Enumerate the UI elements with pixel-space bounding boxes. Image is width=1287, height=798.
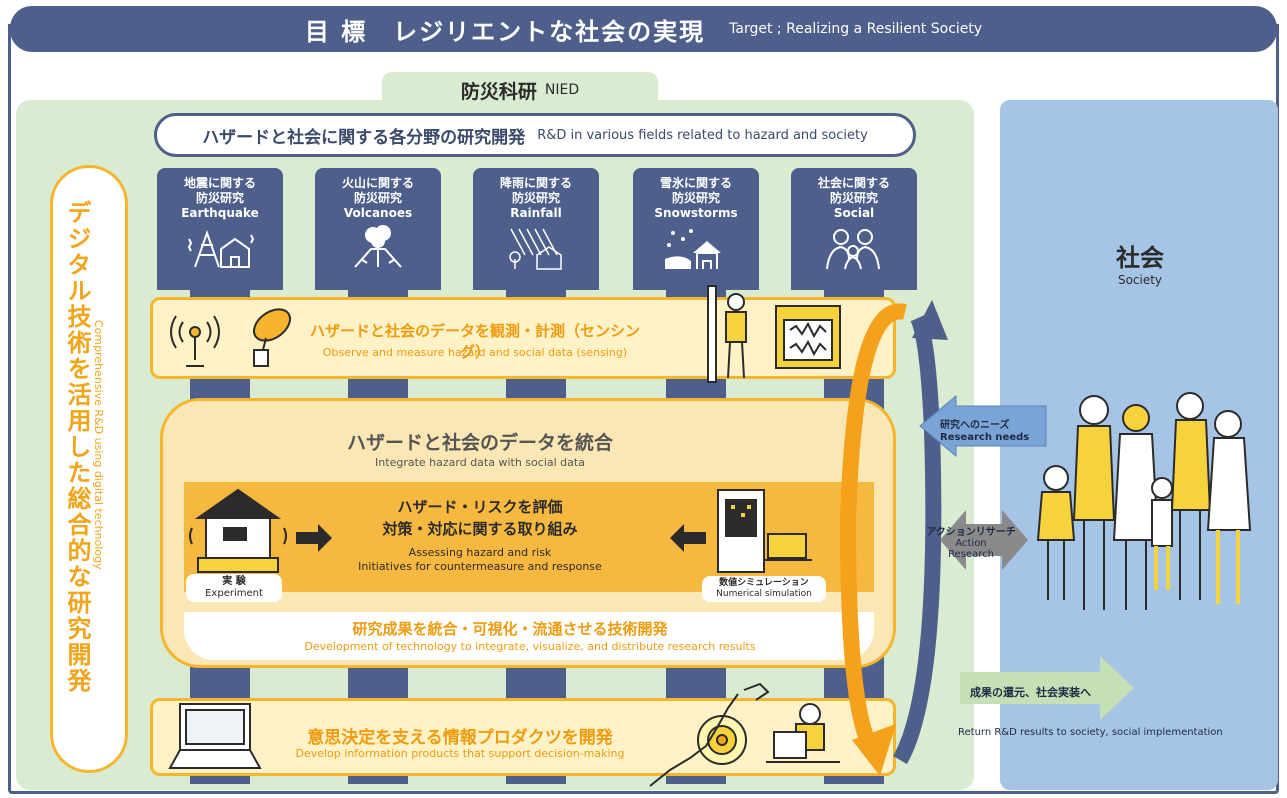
column-line1: 火山に関する	[341, 176, 414, 190]
return-results-arrow	[960, 656, 1134, 720]
research-needs-label: 研究へのニーズ Research needs	[940, 420, 1050, 444]
digital-tech-en: Comprehensive R&D using digital technolo…	[92, 320, 105, 570]
assess-jp-line1: ハザード・リスクを評価	[397, 498, 563, 516]
digital-tech-jp: デジタル技術を活用した総合的な研究開発	[63, 200, 91, 694]
column-line1: 社会に関する	[817, 176, 890, 190]
people-icon	[826, 229, 880, 270]
operator-icon	[766, 703, 840, 763]
column-line2: 防災研究	[511, 191, 560, 205]
column-en: Snowstorms	[654, 206, 738, 220]
column-line2: 防災研究	[195, 191, 244, 205]
snow-icon	[665, 229, 721, 269]
column-en: Rainfall	[510, 206, 562, 220]
assess-jp-line2: 対策・対応に関する取り組み	[382, 520, 578, 538]
family-icon	[1036, 392, 1252, 610]
action-research-en1: Action	[955, 538, 987, 549]
laptop-icon	[168, 703, 262, 769]
research-needs-jp: 研究へのニーズ	[940, 420, 1010, 431]
action-research-label: アクションリサーチ Action Research	[916, 527, 1026, 560]
rd-fields-pill: ハザードと社会に関する各分野の研究開発 R&D in various field…	[154, 113, 916, 157]
column-header: 降雨に関する 防災研究 Rainfall	[473, 168, 599, 290]
society-label: 社会 Society	[1090, 238, 1190, 287]
surveyor-icon	[707, 285, 747, 383]
society-label-en: Society	[1117, 273, 1163, 287]
products-jp: 意思決定を支える情報プロダクツを開発	[307, 728, 613, 748]
cycle-arrow-navy	[892, 314, 942, 764]
simulation-jp: 数値シミュレーション	[719, 578, 809, 588]
sensing-en: Observe and measure hazard and social da…	[322, 346, 628, 359]
title-bar: 目 標 レジリエントな社会の実現 Target ; Realizing a Re…	[10, 6, 1277, 52]
experiment-house-icon	[189, 488, 287, 573]
satellite-dish-icon	[252, 308, 292, 367]
assess-jp: ハザード・リスクを評価 対策・対応に関する取り組み	[350, 496, 610, 540]
simulation-en: Numerical simulation	[716, 589, 812, 599]
column-en: Earthquake	[181, 206, 259, 220]
rain-icon	[509, 228, 562, 270]
assess-en-line1: Assessing hazard and risk	[408, 546, 552, 559]
experiment-en: Experiment	[205, 588, 263, 599]
column-line2: 防災研究	[671, 191, 720, 205]
column-en: Volcanoes	[343, 206, 413, 220]
nied-label-en: NIED	[544, 82, 580, 98]
experiment-arrow-icon	[296, 524, 332, 552]
cycle-arrow-orange	[839, 303, 907, 758]
seismograph-icon	[775, 305, 841, 369]
simulation-arrow-icon	[670, 524, 706, 552]
simulation-label: 数値シミュレーション Numerical simulation	[702, 576, 826, 602]
column-line1: 雪氷に関する	[659, 176, 732, 190]
development-jp: 研究成果を統合・可視化・流通させる技術開発	[352, 620, 668, 638]
development-en: Development of technology to integrate, …	[304, 640, 756, 653]
nied-tab: 防災科研 NIED	[382, 72, 658, 108]
digital-tech-pill	[50, 165, 128, 773]
sensing-jp: ハザードと社会のデータを観測・計測（センシング）	[309, 322, 640, 361]
japan-map-icon	[649, 682, 770, 787]
rd-fields-jp: ハザードと社会に関する各分野の研究開発	[202, 127, 526, 148]
column-line2: 防災研究	[353, 191, 402, 205]
title-en: Target ; Realizing a Resilient Society	[729, 21, 983, 37]
column-line1: 地震に関する	[183, 176, 256, 190]
column-en: Social	[833, 206, 875, 220]
society-label-jp: 社会	[1116, 244, 1164, 272]
experiment-jp: 実 験	[222, 576, 246, 587]
development-band	[184, 612, 874, 660]
column-header: 地震に関する 防災研究 Earthquake	[157, 168, 283, 290]
experiment-label: 実 験 Experiment	[186, 574, 282, 602]
research-needs-en: Research needs	[940, 432, 1030, 443]
research-needs-arrow	[919, 394, 1047, 458]
supercomputer-icon	[717, 489, 812, 573]
column-line1: 降雨に関する	[499, 176, 572, 190]
assess-en: Assessing hazard and risk Initiatives fo…	[320, 546, 640, 574]
action-research-en2: Research	[948, 549, 994, 560]
antenna-icon	[170, 315, 220, 367]
cycle-arrowhead-navy	[912, 300, 948, 340]
integrate-en: Integrate hazard data with social data	[375, 456, 585, 469]
rd-fields-en: R&D in various fields related to hazard …	[537, 127, 868, 143]
products-en: Develop information products that suppor…	[295, 747, 625, 760]
column-header: 火山に関する 防災研究 Volcanoes	[315, 168, 441, 290]
volcano-icon	[354, 225, 402, 268]
action-research-jp: アクションリサーチ	[926, 527, 1016, 538]
assess-en-line2: Initiatives for countermeasure and respo…	[358, 560, 602, 573]
column-header: 社会に関する 防災研究 Social	[791, 168, 917, 290]
integrate-jp: ハザードと社会のデータを統合	[346, 432, 613, 454]
action-research-arrow	[940, 510, 1028, 570]
earthquake-icon	[187, 229, 255, 268]
nied-label-jp: 防災科研	[460, 80, 537, 103]
column-header: 雪氷に関する 防災研究 Snowstorms	[633, 168, 759, 290]
title-jp: 目 標 レジリエントな社会の実現	[304, 17, 706, 46]
column-line2: 防災研究	[829, 191, 878, 205]
cycle-arrowhead-orange	[852, 724, 896, 776]
return-results-jp: 成果の還元、社会実装へ	[970, 686, 1091, 699]
return-results-en: Return R&D results to society, social im…	[958, 727, 1223, 738]
